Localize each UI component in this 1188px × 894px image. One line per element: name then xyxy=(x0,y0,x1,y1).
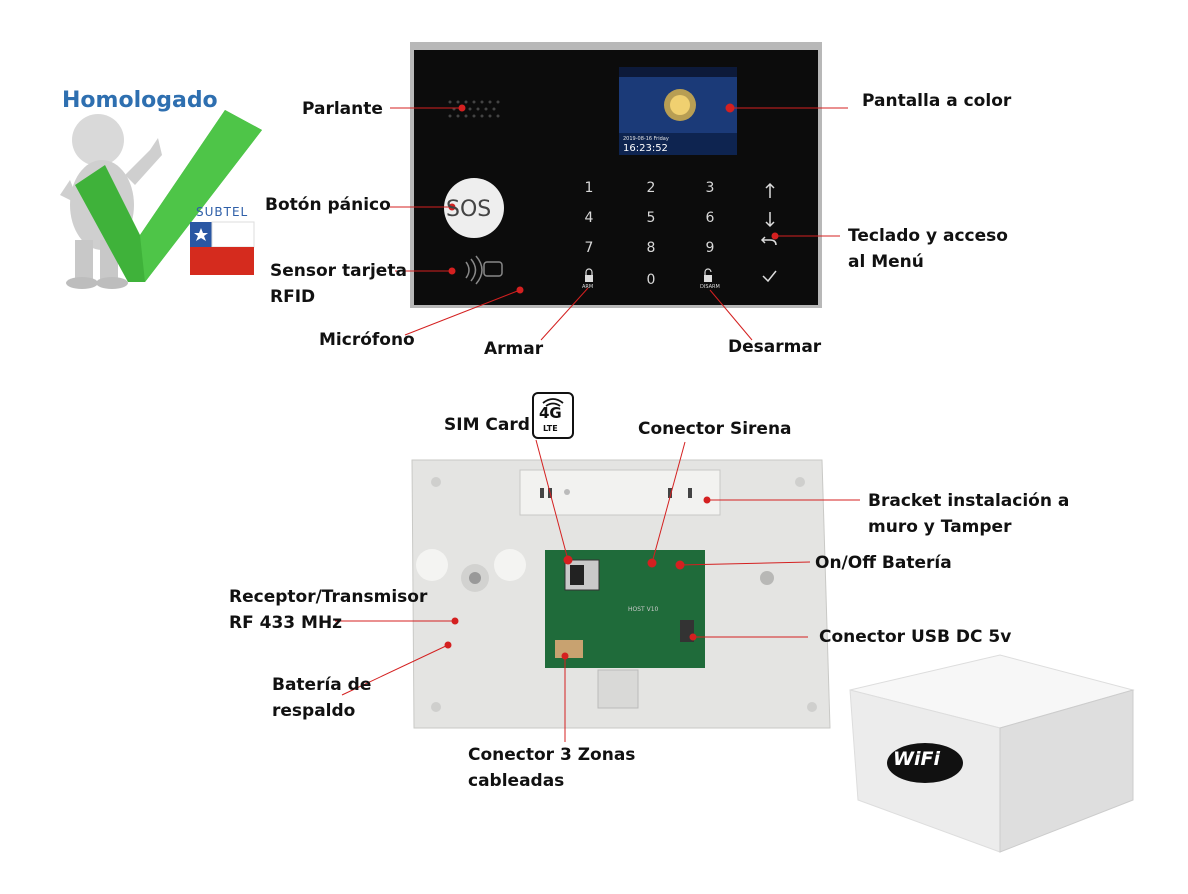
lte-tech: LTE xyxy=(543,424,558,433)
label-boton-panico: Botón pánico xyxy=(265,195,391,215)
pcb-text: HOST V10 xyxy=(628,606,659,613)
key-5: 5 xyxy=(646,210,656,226)
label-teclado-2: al Menú xyxy=(848,252,924,272)
badge-title: Homologado xyxy=(62,88,218,113)
label-bateria-1: Batería de xyxy=(272,675,372,695)
key-6: 6 xyxy=(705,210,715,226)
label-parlante: Parlante xyxy=(302,99,383,119)
label-usb: Conector USB DC 5v xyxy=(819,627,1012,647)
label-bracket-2: muro y Tamper xyxy=(868,517,1012,537)
product-box xyxy=(849,654,1135,853)
key-9: 9 xyxy=(705,240,715,256)
key-2: 2 xyxy=(646,180,656,196)
arm-key-text: ARM xyxy=(582,284,594,290)
key-1: 1 xyxy=(584,180,594,196)
alarm-panel-front xyxy=(410,42,822,308)
lte-4g-icon xyxy=(532,392,574,439)
label-bracket-1: Bracket instalación a xyxy=(868,491,1070,511)
badge-agency: SUBTEL xyxy=(196,205,249,219)
lock-icon xyxy=(585,275,593,282)
key-3: 3 xyxy=(705,180,715,196)
key-7: 7 xyxy=(584,240,594,256)
label-pantalla: Pantalla a color xyxy=(862,91,1012,111)
unlock-icon xyxy=(704,275,712,282)
wifi-logo-icon xyxy=(887,743,963,783)
label-teclado-1: Teclado y acceso xyxy=(848,226,1008,246)
box-wifi-text: WiFi xyxy=(893,748,940,770)
lte-gen: 4G xyxy=(539,404,562,422)
back-icon xyxy=(762,239,777,246)
sos-button xyxy=(444,178,504,238)
rfid-icon xyxy=(465,255,483,285)
zone-connector xyxy=(555,640,583,658)
label-sim-card: SIM Card xyxy=(444,415,530,435)
key-0: 0 xyxy=(646,272,656,288)
screen-date: 2019-08-16 Friday xyxy=(623,136,669,142)
label-desarmar: Desarmar xyxy=(728,337,822,357)
key-8: 8 xyxy=(646,240,656,256)
label-microfono: Micrófono xyxy=(319,330,415,350)
label-receptor-2: RF 433 MHz xyxy=(229,613,343,633)
label-onoff: On/Off Batería xyxy=(815,553,952,573)
key-4: 4 xyxy=(584,210,594,226)
label-zonas-2: cableadas xyxy=(468,771,565,791)
screen-time: 16:23:52 xyxy=(623,143,668,154)
label-receptor-1: Receptor/Transmisor xyxy=(229,587,428,607)
label-zonas-1: Conector 3 Zonas xyxy=(468,745,636,765)
label-armar: Armar xyxy=(484,339,544,359)
label-sensor-2: RFID xyxy=(270,287,316,307)
label-sensor-1: Sensor tarjeta xyxy=(270,261,407,281)
confirm-icon xyxy=(762,270,777,283)
label-conector-sirena: Conector Sirena xyxy=(638,419,792,439)
label-bateria-2: respaldo xyxy=(272,701,356,721)
disarm-key-text: DISARM xyxy=(700,284,720,290)
homologado-badge xyxy=(55,85,265,305)
alarm-panel-back xyxy=(411,459,831,729)
sos-label: SOS xyxy=(446,197,492,222)
